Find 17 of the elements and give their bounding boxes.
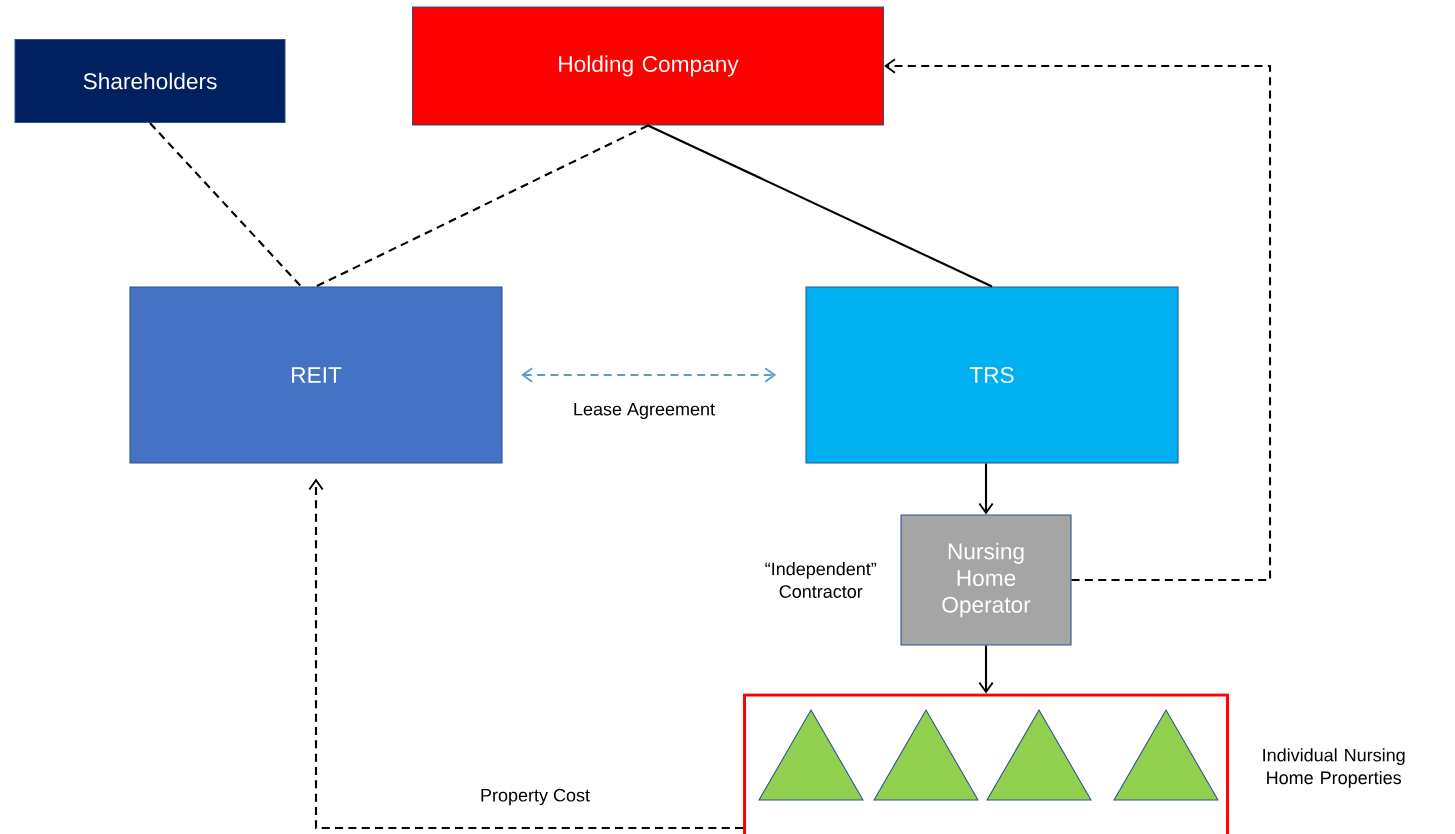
entity-box: Shareholders — [14, 38, 286, 124]
edge-label: Lease Agreement — [571, 401, 717, 421]
arrow — [521, 367, 777, 383]
edge-label: Property Cost — [478, 787, 592, 807]
arrow — [884, 58, 1272, 582]
connector-line — [647, 124, 993, 288]
connector-line — [315, 124, 649, 288]
arrow — [308, 478, 744, 830]
connector-line — [149, 122, 302, 288]
arrow — [978, 645, 994, 694]
operator-box: Nursing Home Operator “Independent” Contractor — [765, 514, 1072, 646]
node-label: “Independent” Contractor — [765, 562, 877, 598]
node-label: Individual Nursing Home Properties — [1263, 748, 1405, 788]
entity-box: Holding Company — [411, 6, 885, 126]
entity-box: TRS — [805, 286, 1179, 464]
entity-box: REIT — [129, 286, 503, 464]
arrow — [978, 463, 994, 515]
